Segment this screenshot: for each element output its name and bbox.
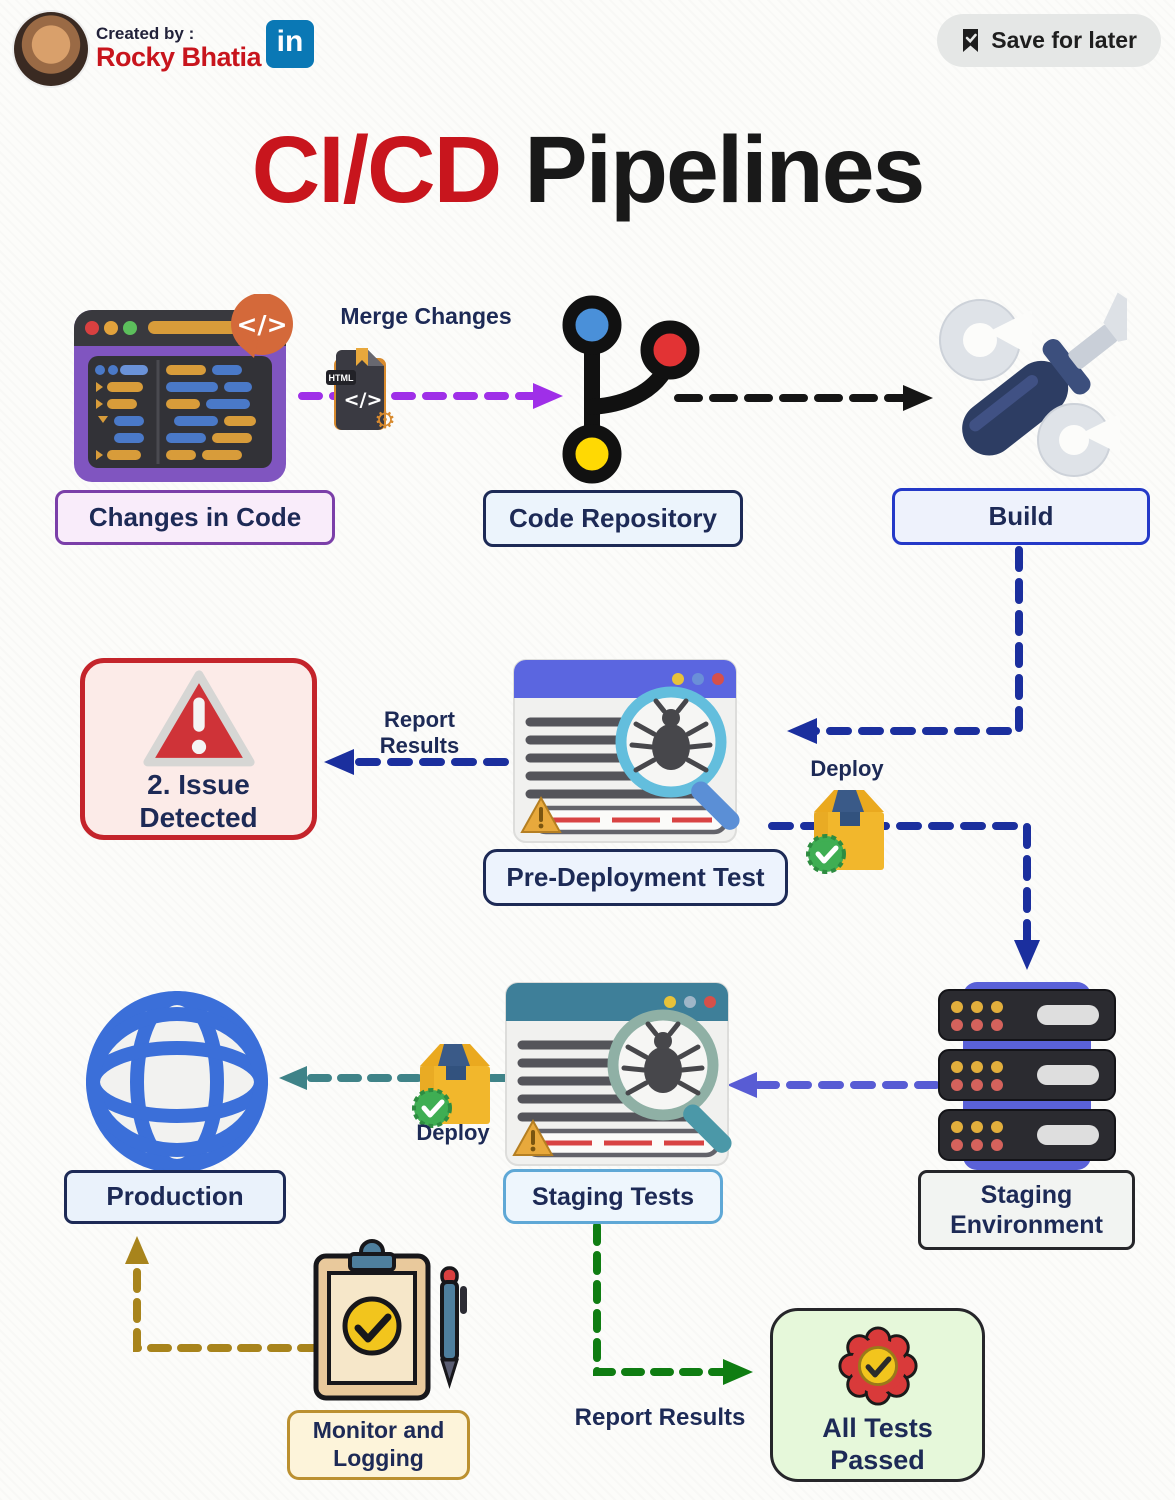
node-staging-tests: Staging Tests — [503, 1169, 723, 1224]
node-pre-deployment-test: Pre-Deployment Test — [483, 849, 788, 906]
node-issue-detected: 2. Issue Detected — [80, 658, 317, 840]
svg-text:</>: </> — [344, 389, 383, 411]
monitor-logging-clipboard-icon — [313, 1239, 467, 1401]
node-label: Pre-Deployment Test — [506, 861, 765, 892]
html-file-icon: HTML </> ⚙ — [326, 348, 396, 434]
title-cicd: CI/CD — [251, 117, 503, 223]
svg-text:</>: </> — [236, 310, 287, 339]
edge-label-report-results: Report Results — [379, 707, 460, 758]
build-tools-icon — [939, 292, 1127, 477]
node-label: Build — [988, 500, 1054, 531]
node-label: Staging Environment — [950, 1181, 1103, 1239]
deploy-package-icon — [806, 790, 884, 874]
save-for-later-button[interactable]: Save for later — [937, 14, 1161, 67]
node-label: Staging Tests — [531, 1182, 695, 1211]
edge-label-deploy: Deploy — [416, 1120, 490, 1145]
edge-label-deploy: Deploy — [810, 756, 884, 781]
deploy-package-icon — [412, 1044, 490, 1128]
node-label: Monitor and Logging — [312, 1417, 445, 1471]
node-label: 2. Issue Detected — [139, 768, 258, 834]
pre-deployment-test-icon — [513, 659, 740, 843]
node-code-repository: Code Repository — [483, 490, 743, 547]
author-name: Rocky Bhatia — [96, 42, 262, 72]
node-build: Build — [892, 488, 1150, 545]
bookmark-icon — [963, 29, 979, 52]
linkedin-icon[interactable]: in — [266, 20, 314, 68]
node-label: Production — [106, 1181, 244, 1212]
author-avatar — [14, 12, 88, 86]
edge-label-report-results: Report Results — [574, 1404, 746, 1431]
svg-text:HTML: HTML — [329, 373, 354, 383]
save-for-later-label: Save for later — [991, 27, 1137, 53]
node-staging-environment: Staging Environment — [918, 1170, 1135, 1250]
edge-monitor-to-production-arrow — [125, 1236, 322, 1352]
edge-build-to-predeploy-arrow — [787, 546, 1023, 744]
svg-text:⚙: ⚙ — [374, 406, 396, 434]
title-pipelines: Pipelines — [524, 117, 925, 223]
code-editor-icon: </> — [74, 294, 293, 482]
production-globe-icon — [86, 991, 268, 1173]
node-label: All Tests Passed — [822, 1412, 933, 1475]
node-production: Production — [64, 1170, 286, 1224]
created-by-label: Created by : — [96, 24, 195, 43]
node-monitor-and-logging: Monitor and Logging — [287, 1410, 470, 1480]
rosette-badge-icon — [837, 1326, 918, 1406]
staging-tests-icon — [505, 982, 732, 1166]
node-changes-in-code: Changes in Code — [55, 490, 335, 545]
staging-environment-servers-icon — [938, 982, 1116, 1170]
edge-label-merge-changes: Merge Changes — [340, 303, 512, 329]
node-label: Changes in Code — [88, 501, 302, 532]
node-label: Code Repository — [508, 502, 718, 533]
warning-triangle-icon — [142, 670, 255, 767]
git-branch-icon — [562, 295, 700, 484]
node-all-tests-passed: All Tests Passed — [770, 1308, 985, 1482]
edge-report-results-passed-arrow — [593, 1222, 753, 1385]
